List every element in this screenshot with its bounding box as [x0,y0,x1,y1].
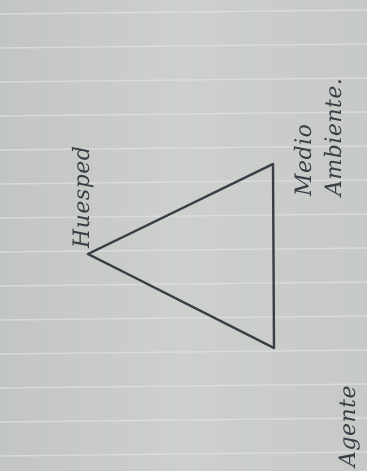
agent-label: Agente [334,385,364,467]
host-label: Huesped [68,146,98,248]
environment-label-line-2: Ambiente. [320,78,350,196]
environment-label-line-1: Medio [290,78,320,196]
